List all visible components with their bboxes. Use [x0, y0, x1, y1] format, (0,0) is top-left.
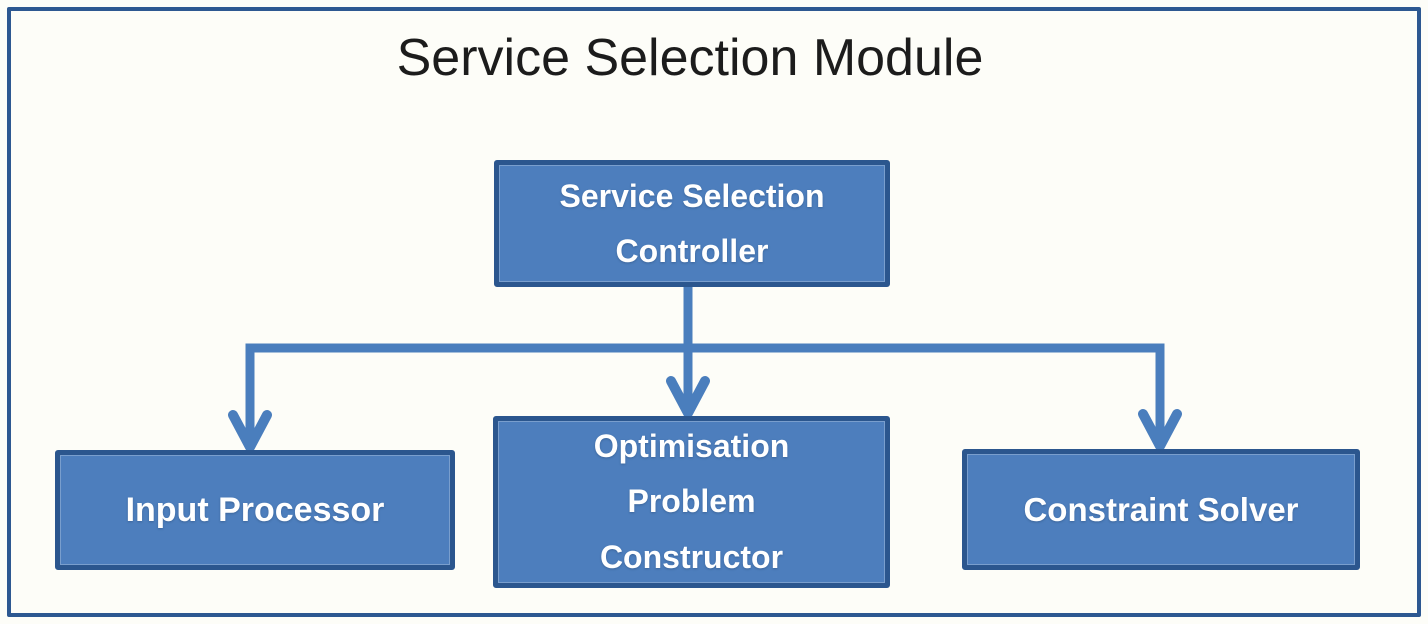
node-optimisation-problem-constructor: Optimisation Problem Constructor: [493, 416, 890, 588]
node-label: Service Selection Controller: [559, 178, 825, 269]
diagram-title: Service Selection Module: [396, 29, 984, 87]
node-constraint-solver: Constraint Solver: [962, 449, 1360, 570]
node-label: Input Processor: [125, 490, 385, 529]
node-label: Optimisation Problem Constructor: [593, 428, 790, 575]
node-service-selection-controller: Service Selection Controller: [494, 160, 890, 287]
node-input-processor: Input Processor: [55, 450, 455, 570]
node-label: Constraint Solver: [1023, 490, 1299, 528]
